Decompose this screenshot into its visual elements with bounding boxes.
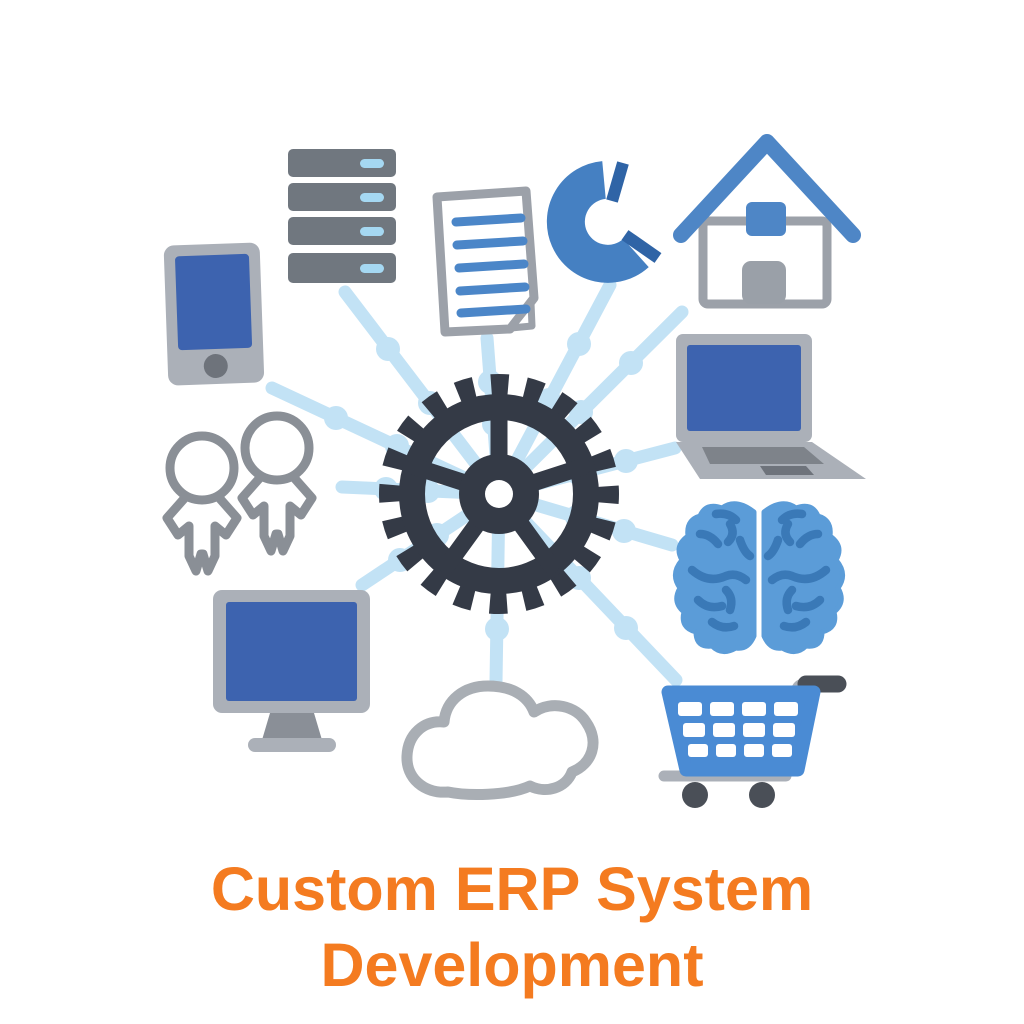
monitor-base [248,738,336,752]
roof [673,134,861,243]
brain-icon [675,504,842,652]
cart-basket-holes [678,702,798,757]
home-button [203,354,228,379]
cloud-icon [401,680,599,800]
monitor-stand [262,713,322,740]
cart-wheel-left [682,782,708,808]
house-icon [673,134,861,309]
person-right [242,416,312,551]
laptop-icon [676,334,866,479]
server-led-lights [360,159,384,273]
gear-icon [379,374,619,614]
shopping-cart-icon [658,675,847,808]
person-left [167,436,237,571]
keyboard [702,447,824,464]
title-line-1: Custom ERP System [210,855,814,923]
page-title: Custom ERP System Development [0,854,1024,1000]
window [746,202,786,236]
phone-handset-icon [546,161,662,283]
cart-wheel-right [749,782,775,808]
people-icon [167,416,312,571]
document-text-lines [451,213,531,318]
monitor-screen [226,602,357,701]
server-rack-icon [288,149,396,283]
monitor-icon [213,590,370,752]
smartphone-icon [163,242,265,386]
title-line-2: Development [320,931,704,1000]
touchpad [760,466,814,475]
door [742,261,786,304]
document-icon [432,186,539,337]
